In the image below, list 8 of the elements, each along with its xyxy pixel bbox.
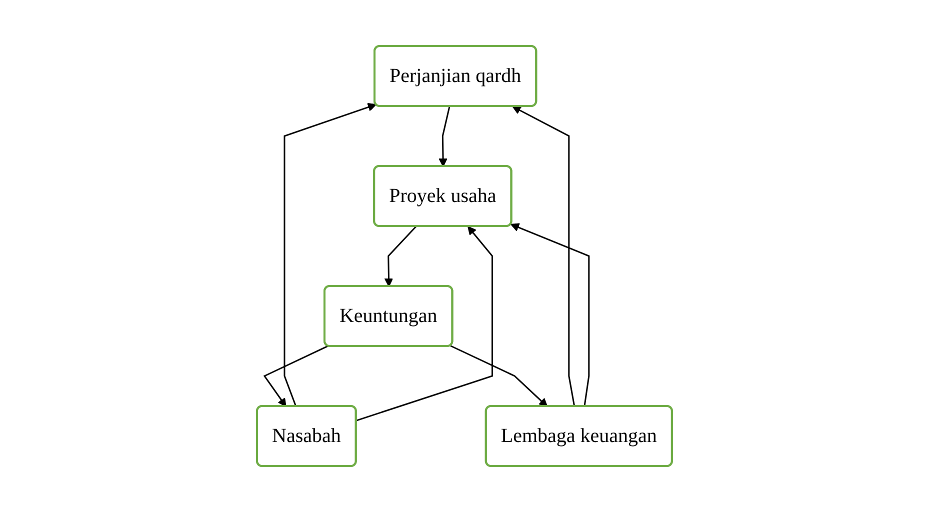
arrow: [450, 345, 548, 407]
arrow: [284, 102, 376, 407]
arrow: [510, 223, 590, 407]
arrow: [263, 345, 328, 407]
arrow: [512, 106, 576, 407]
arrow: [356, 226, 494, 422]
arrow: [384, 226, 417, 287]
arrow: [438, 106, 450, 167]
